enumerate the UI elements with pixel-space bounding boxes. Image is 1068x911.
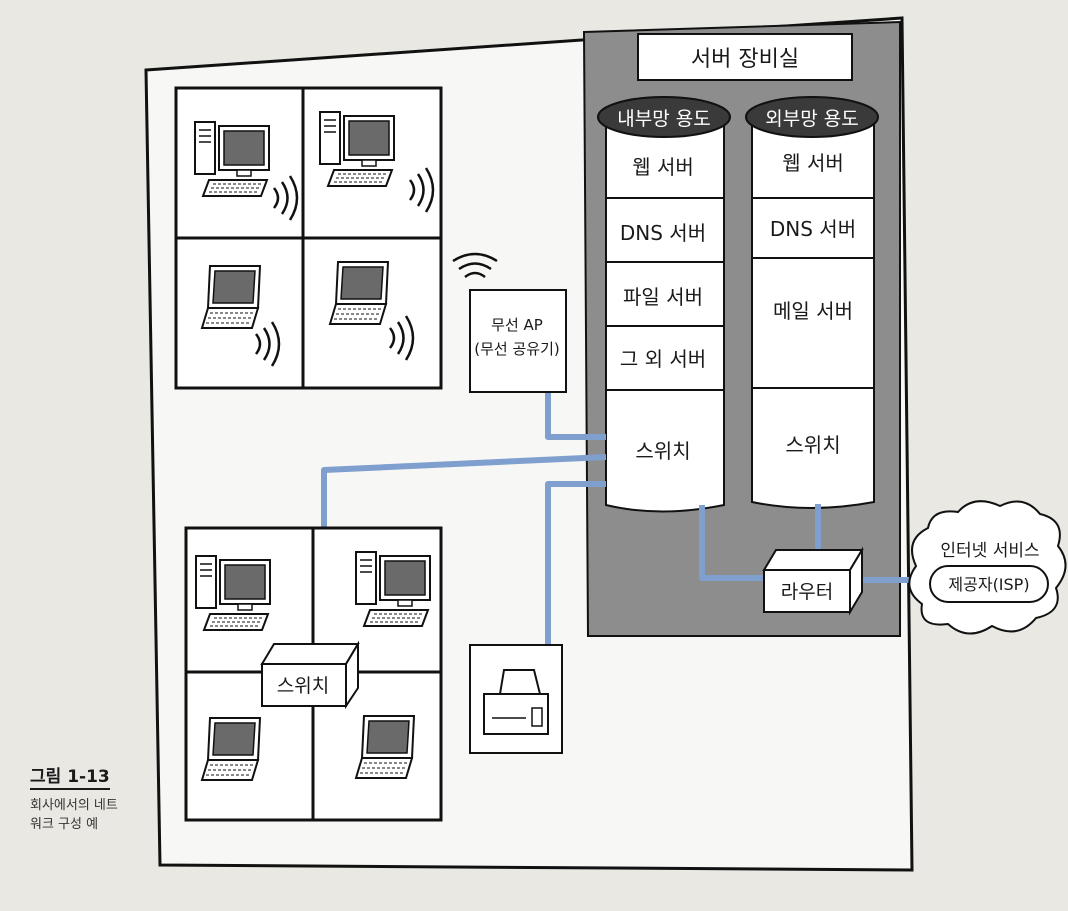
- external-web-server: 웹 서버: [782, 151, 844, 175]
- floor-switch: 스위치: [260, 640, 360, 710]
- internal-dns-server: DNS 서버: [620, 221, 706, 245]
- isp-cloud: 인터넷 서비스 제공자(ISP): [908, 500, 1067, 635]
- internal-server-rack: 내부망 용도 웹 서버 DNS 서버 파일 서버 그 외 서버 스위치: [597, 96, 731, 513]
- laptop-icon: [201, 717, 261, 781]
- router: 라우터: [762, 546, 864, 616]
- figure-number: 그림 1-13: [30, 762, 110, 790]
- wireless-ap-label-1: 무선 AP: [491, 316, 543, 334]
- figure-caption: 그림 1-13 회사에서의 네트 워크 구성 예: [30, 762, 150, 834]
- lower-office: 스위치: [184, 526, 443, 822]
- internal-other-server: 그 외 서버: [620, 347, 706, 371]
- laptop-icon: [329, 261, 389, 325]
- desktop-pc-icon: [195, 555, 271, 631]
- internal-rack-header: 내부망 용도: [617, 108, 710, 130]
- external-mail-server: 메일 서버: [773, 299, 853, 323]
- internal-switch: 스위치: [635, 439, 690, 463]
- isp-label-2: 제공자(ISP): [948, 575, 1029, 594]
- upper-office: [174, 86, 443, 390]
- isp-label-1: 인터넷 서비스: [940, 541, 1039, 561]
- figure-description-line-1: 회사에서의 네트: [30, 798, 118, 813]
- external-rack-header: 외부망 용도: [765, 108, 858, 130]
- desktop-pc-icon: [355, 551, 431, 627]
- wireless-ap-label-2: (무선 공유기): [474, 340, 559, 358]
- printer: [469, 644, 563, 754]
- desktop-pc-icon: [194, 121, 270, 197]
- desktop-pc-icon: [319, 111, 395, 187]
- laptop-icon: [355, 715, 415, 779]
- external-server-rack: 외부망 용도 웹 서버 DNS 서버 메일 서버 스위치: [745, 96, 879, 509]
- internal-file-server: 파일 서버: [623, 285, 703, 309]
- wireless-ap: 무선 AP (무선 공유기): [451, 252, 567, 393]
- figure-description-line-2: 워크 구성 예: [30, 817, 99, 832]
- floor-switch-label: 스위치: [277, 675, 329, 697]
- laptop-icon: [201, 265, 261, 329]
- server-room-title: 서버 장비실: [691, 47, 799, 72]
- external-switch: 스위치: [785, 433, 840, 457]
- internal-web-server: 웹 서버: [632, 155, 694, 179]
- server-room-title-box: [637, 33, 853, 81]
- external-dns-server: DNS 서버: [770, 217, 856, 241]
- router-label: 라우터: [781, 581, 833, 603]
- figure-description: 회사에서의 네트 워크 구성 예: [30, 796, 150, 834]
